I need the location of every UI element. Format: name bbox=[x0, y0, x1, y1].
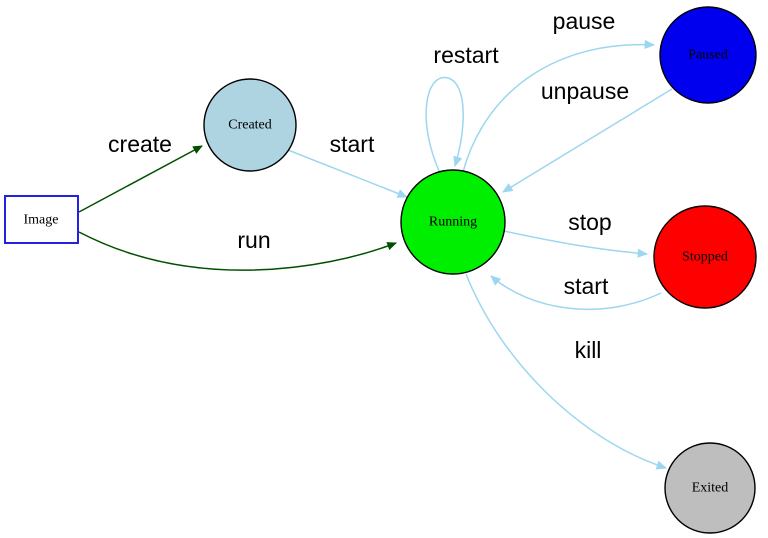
edge-label-run: run bbox=[237, 227, 270, 253]
image-rect bbox=[4, 195, 79, 244]
node-image[interactable]: Image bbox=[4, 195, 79, 244]
edge-label-start-stopped-running: start bbox=[564, 273, 609, 299]
created-ellipse bbox=[203, 78, 297, 172]
node-created[interactable]: Created bbox=[203, 78, 297, 172]
edge-run[interactable] bbox=[78, 231, 397, 271]
edge-create[interactable] bbox=[78, 145, 203, 213]
exited-ellipse bbox=[664, 442, 756, 534]
edge-label-pause: pause bbox=[553, 8, 616, 34]
node-stopped[interactable]: Stopped bbox=[653, 205, 757, 309]
nodes-layer: Image Created Running Paused Stopped Exi bbox=[4, 6, 757, 534]
edge-label-restart: restart bbox=[433, 42, 499, 68]
edge-pause[interactable] bbox=[462, 39, 656, 173]
edges-layer bbox=[78, 39, 673, 470]
running-ellipse bbox=[400, 169, 506, 275]
edge-label-create: create bbox=[108, 131, 172, 157]
edge-stop[interactable] bbox=[503, 230, 649, 258]
edge-unpause[interactable] bbox=[502, 88, 673, 193]
edge-label-kill: kill bbox=[575, 337, 602, 363]
edge-kill[interactable] bbox=[465, 273, 667, 470]
edge-label-unpause: unpause bbox=[541, 78, 629, 104]
node-running[interactable]: Running bbox=[400, 169, 506, 275]
edge-restart[interactable] bbox=[425, 76, 464, 174]
edge-label-start-created-running: start bbox=[330, 131, 375, 157]
edge-labels-layer: create run start restart pause unpause s… bbox=[108, 8, 629, 363]
stopped-ellipse bbox=[653, 205, 757, 309]
edge-start-stopped-running[interactable] bbox=[490, 275, 662, 310]
paused-ellipse bbox=[659, 6, 757, 104]
node-exited[interactable]: Exited bbox=[664, 442, 756, 534]
node-paused[interactable]: Paused bbox=[659, 6, 757, 104]
edge-start-created-running[interactable] bbox=[287, 149, 408, 198]
edge-label-stop: stop bbox=[568, 209, 611, 235]
